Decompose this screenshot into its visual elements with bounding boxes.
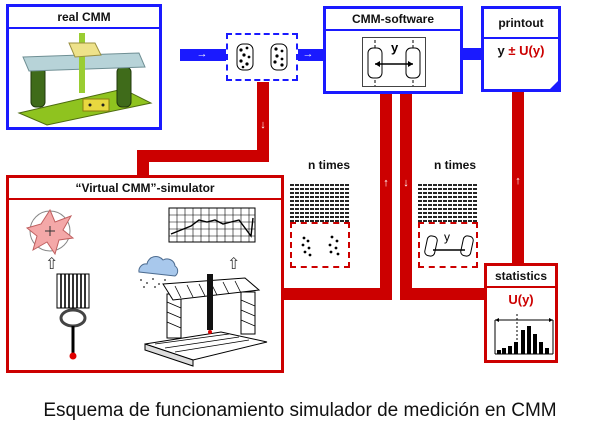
pipe-down-into-virtual [137,150,149,178]
real-cmm-title: real CMM [9,7,159,29]
pipe-software-to-printout [460,48,484,60]
pipe-down-from-software [400,92,412,300]
statistics-title: statistics [487,266,555,288]
pipe-pointcloud-to-software [296,49,326,61]
deviation-graph-icon [168,207,256,243]
arrow-up-icon: ↑ [383,177,389,189]
statistics-result: U(y) [508,292,534,307]
virtual-machine-wireframe-icon [144,274,268,367]
loop-right-label: n times [433,158,476,172]
pipe-statistics-to-printout [512,90,524,266]
result-uncertainty: ± U(y) [508,43,545,58]
arrow-down-icon: ↓ [260,119,266,131]
pipe-virtual-out [282,288,392,300]
stack-vertical-lines [290,182,350,222]
cmm-software-title: CMM-software [326,9,460,31]
loop-left-sample-box [290,222,350,268]
pipe-horizontal-to-virtual [137,150,269,162]
pipe-up-to-software [380,92,392,300]
arrow-up-icon: ↑ [515,175,521,187]
virtual-cmm-title: “Virtual CMM”-simulator [9,178,281,200]
form-deviation-shape-icon [25,208,75,256]
pipe-pointcloud-down [257,82,269,162]
point-cloud-box [226,33,298,81]
cylinder-distance-small-icon [424,235,474,257]
environment-cloud-icon [138,256,179,288]
statistics-node: statistics U(y) [484,263,558,363]
distance-label: y [444,230,450,244]
result-value: y [497,43,505,58]
page-fold-corner [550,81,558,89]
cmm-software-node: CMM-software y [323,6,463,94]
arrow-right-icon: → [196,48,208,60]
cylinder-distance-icon [367,40,421,86]
cmm-machine-illustration [17,33,153,126]
real-cmm-node: real CMM [6,4,162,130]
point-cloud-cylinder-icon [236,43,254,71]
point-cloud-cylinder-icon [270,43,288,71]
loop-right-sample-box: y [418,222,478,268]
pipe-realcmm-to-pointcloud [180,49,228,61]
virtual-cmm-simulator-node: “Virtual CMM”-simulator ⇧ ⇧ [6,175,284,373]
printout-node: printout y ± U(y) [481,6,561,92]
printout-result: y ± U(y) [484,43,558,58]
stack-vertical-lines [418,182,478,222]
loop-left-label: n times [307,158,350,172]
distance-label: y [391,40,399,55]
probe-head-icon [56,273,90,360]
hollow-up-arrow-icon: ⇧ [45,256,59,273]
cylinder-distance-panel: y [362,37,426,87]
pipe-to-statistics [400,288,486,300]
hollow-up-arrow-icon: ⇧ [227,256,241,273]
arrow-down-icon: ↓ [403,177,409,189]
printout-title: printout [484,9,558,39]
point-cloud-scatter-icon [301,235,340,257]
histogram-icon [494,314,554,355]
arrow-right-icon: → [302,48,314,60]
figure-caption: Esquema de funcionamiento simulador de m… [43,400,557,421]
